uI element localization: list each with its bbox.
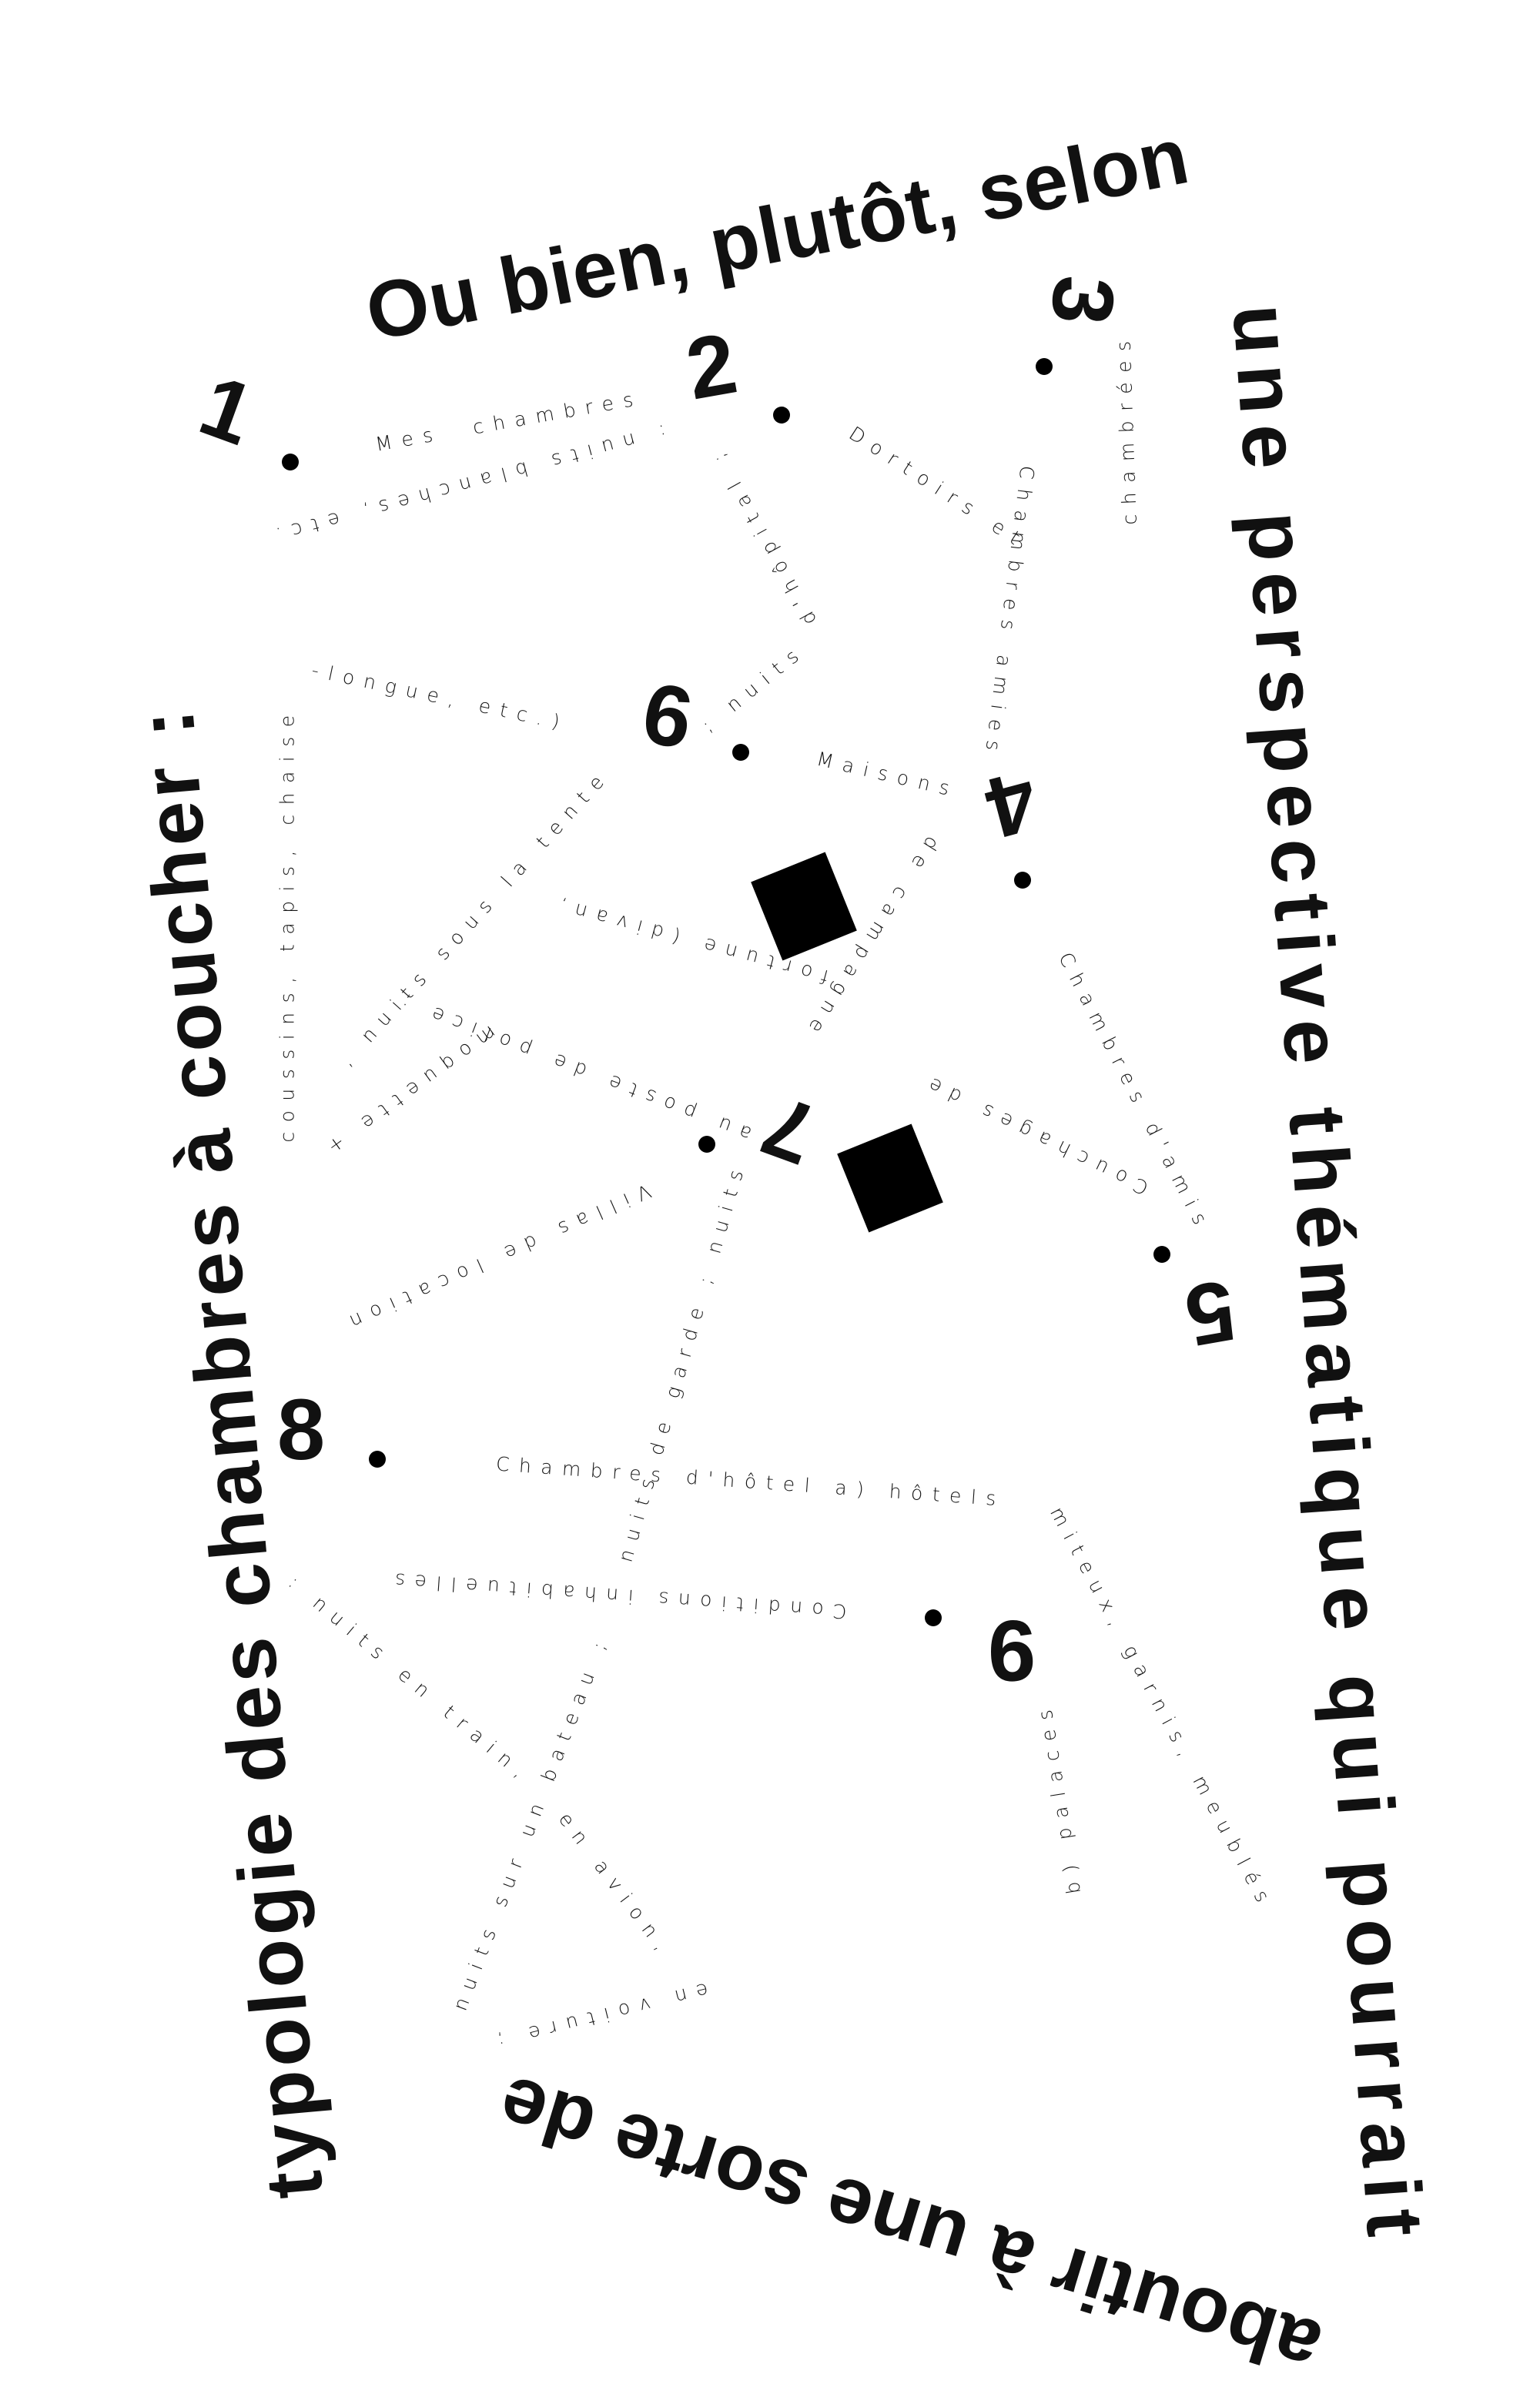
- item-9-text-b: : nuits en train,: [284, 1571, 537, 1788]
- number-8: 8: [276, 1381, 326, 1478]
- number-3: 3: [1033, 272, 1133, 329]
- number-5: 5: [1178, 1261, 1243, 1365]
- item-9-text-f: nuits de garde ; nuits: [614, 1158, 751, 1565]
- item-9-text-d: en voiture ;: [486, 1978, 711, 2055]
- bullet-dot-7: [698, 1136, 715, 1153]
- item-7-text: Villas de location: [337, 1179, 654, 1338]
- black-square-upper: [751, 852, 857, 961]
- item-9-text-c: en avion,: [554, 1808, 678, 1962]
- item-6-text-a: Maisons: [814, 747, 962, 802]
- item-8-text-a: Chambres d'hôtel a) hôtels: [495, 1452, 1006, 1511]
- headline-bottom: aboutir à une sorte de: [487, 2058, 1331, 2393]
- number-6: 6: [635, 664, 700, 768]
- number-4: 4: [976, 752, 1048, 857]
- bullet-dot-5: [1153, 1246, 1170, 1263]
- bullet-dot-9: [925, 1609, 942, 1626]
- bullet-dot-8: [369, 1451, 386, 1468]
- item-5-text-e: -longue, etc.): [310, 658, 571, 735]
- item-9-text-i: ; nuits: [697, 638, 811, 737]
- item-5-text-d: coussins, tapis, chaise: [276, 705, 299, 1143]
- item-2-text-a: Dortoirs et: [845, 422, 1033, 554]
- bullet-dot-3: [1036, 358, 1053, 375]
- item-8-text-c: b) palaces: [1032, 1699, 1086, 1896]
- number-9: 9: [987, 1602, 1036, 1699]
- item-5-text-c: moquette +: [315, 1021, 501, 1164]
- item-2-text-b: chambrées: [1112, 330, 1141, 526]
- bullet-dot-6: [732, 744, 749, 761]
- item-8-text-b: miteux, garnis, meublés: [1045, 1503, 1279, 1914]
- item-5-text-a: Couchages de: [916, 1069, 1152, 1200]
- headline-right: une perspective thématique qui pourrait: [1215, 301, 1441, 2251]
- bullet-dot-2: [773, 407, 790, 424]
- bullet-dot-4: [1014, 872, 1031, 889]
- number-1: 1: [188, 357, 266, 464]
- number-2: 2: [679, 314, 744, 418]
- item-9-text-e: nuits sur un bateau ;: [448, 1629, 614, 2014]
- black-square-lower: [837, 1123, 943, 1233]
- item-9-text-j: d'hôpital ;: [703, 441, 822, 629]
- item-9-text-a: Conditions inhabituelles: [384, 1568, 848, 1623]
- bullet-dot-1: [282, 454, 299, 470]
- number-7: 7: [750, 1076, 829, 1184]
